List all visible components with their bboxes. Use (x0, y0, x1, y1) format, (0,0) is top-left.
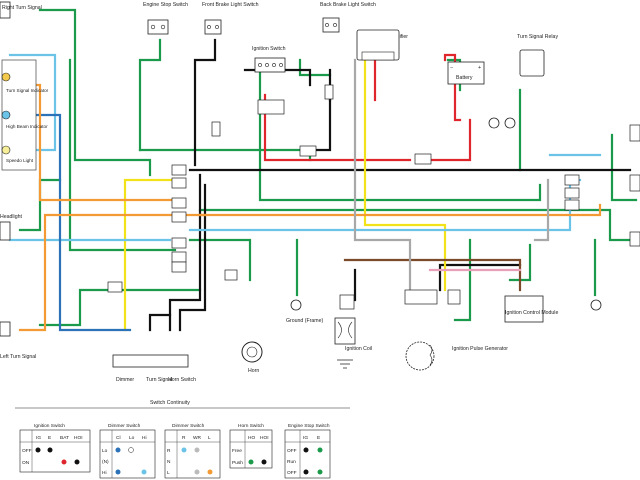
table-title: Dimmer Switch (108, 423, 141, 429)
ignition-coil-label: Ignition Coil (345, 346, 372, 352)
turn-signal-indicator-label: Turn Signal Indicator (6, 88, 49, 93)
svg-text:IG: IG (303, 435, 308, 441)
left-turn-signal-label: Left Turn Signal (0, 354, 36, 360)
svg-text:(N): (N) (102, 459, 109, 465)
svg-text:OFF: OFF (22, 448, 32, 454)
svg-text:ON: ON (22, 460, 30, 466)
svg-text:Hi: Hi (142, 435, 147, 441)
switch-continuity: Switch Continuity Ignition Switch IG E B… (15, 400, 350, 479)
back-brake-light-switch: Back Brake Light Switch (320, 2, 376, 33)
left-turn-signal: Left Turn Signal (0, 321, 36, 360)
svg-text:OFF: OFF (287, 470, 297, 476)
svg-text:HOI: HOI (260, 435, 269, 441)
svg-text:R: R (167, 448, 171, 454)
horn-switch-label: Horn Switch (168, 377, 196, 383)
table-title: Ignition Switch (34, 423, 65, 429)
svg-text:N: N (167, 459, 171, 465)
front-brake-light-switch-label: Front Brake Light Switch (202, 2, 259, 8)
wires-brown (343, 258, 522, 292)
wires-gray (353, 58, 550, 292)
svg-text:BAT: BAT (60, 435, 69, 441)
wires-black (148, 38, 632, 332)
battery-minus-icon: − (450, 65, 453, 71)
regulator-rectifier: Regulator/Rectifier (356, 29, 408, 61)
svg-text:Hi: Hi (102, 470, 107, 476)
speedo-light: Speedo Light (1, 145, 34, 163)
horn-label: Horn (248, 368, 259, 374)
battery-label: Battery (456, 75, 473, 81)
turn-signal-indicator: Turn Signal Indicator (1, 72, 49, 93)
table-title: Horn Switch (238, 423, 264, 429)
svg-text:Push: Push (232, 460, 243, 466)
ignition-control-module-label: Ignition Control Module (505, 310, 558, 316)
svg-text:HO: HO (248, 435, 255, 441)
ground-frame-label: Ground (Frame) (286, 318, 323, 324)
front-brake-light-switch: Front Brake Light Switch (202, 2, 259, 35)
ring-terminals (290, 117, 602, 311)
speedo-bulb-icon (1, 145, 11, 155)
table-title: Dimmer Switch (172, 423, 205, 429)
turn-signal-switch-table: Dimmer Switch R WR L R N L (164, 423, 221, 479)
high-beam-bulb-icon (1, 110, 11, 120)
switch-continuity-title: Switch Continuity (150, 400, 190, 406)
back-brake-light-switch-label: Back Brake Light Switch (320, 2, 376, 8)
svg-text:E: E (317, 435, 320, 441)
ignition-switch-label: Ignition Switch (252, 46, 286, 52)
horn: Horn (241, 341, 263, 374)
dimmer-label: Dimmer (116, 377, 134, 383)
ignition-pulse-generator: Ignition Pulse Generator (405, 341, 508, 371)
high-beam-indicator-label: High Beam Indicator (6, 124, 48, 129)
turn-signal-relay-label: Turn Signal Relay (517, 34, 558, 40)
svg-text:Lo: Lo (129, 435, 135, 441)
table-title: Engine Stop Switch (288, 423, 330, 429)
horn-switch-table: Horn Switch HO HOI Free Push (229, 423, 273, 469)
ignition-switch-table: Ignition Switch IG E BAT HOI OFF ON (19, 423, 91, 473)
right-turn-signal: Right Turn Signal (0, 1, 42, 19)
battery: Battery − + (447, 61, 485, 85)
svg-text:L: L (208, 435, 211, 441)
wires-red (263, 53, 472, 162)
turn-signal-bulb-icon (1, 72, 11, 82)
handlebar-switch-block: Dimmer Turn Signal Horn Switch (112, 354, 196, 383)
speedo-light-label: Speedo Light (6, 158, 34, 163)
turn-signal-label: Turn Signal (146, 377, 172, 383)
right-turn-signal-label: Right Turn Signal (2, 5, 42, 11)
svg-text:Cl: Cl (116, 435, 121, 441)
wires-yellow (123, 58, 447, 332)
connector-cluster (107, 84, 580, 310)
coil-ground-icon (337, 359, 353, 369)
turn-signal-relay: Turn Signal Relay (517, 34, 558, 77)
ground-frame: Ground (Frame) (286, 318, 323, 324)
fuse (414, 153, 432, 165)
engine-stop-switch-table: Engine Stop Switch IG E OFF Run OFF (284, 423, 331, 479)
svg-text:OFF: OFF (287, 448, 297, 454)
svg-text:HOI: HOI (74, 435, 83, 441)
svg-text:E: E (48, 435, 51, 441)
svg-text:L: L (167, 470, 170, 476)
dimmer-switch-table: Dimmer Switch Cl Lo Hi Lo (N) Hi (99, 423, 156, 479)
svg-text:R: R (182, 435, 186, 441)
ignition-control-module: Ignition Control Module (504, 295, 558, 323)
right-connectors (629, 124, 640, 247)
svg-text:WR: WR (193, 435, 202, 441)
ignition-pulse-generator-label: Ignition Pulse Generator (452, 346, 508, 352)
svg-text:IG: IG (36, 435, 41, 441)
high-beam-indicator: High Beam Indicator (1, 110, 48, 129)
battery-plus-icon: + (478, 65, 481, 71)
svg-text:Run: Run (287, 459, 296, 465)
svg-text:Lo: Lo (102, 448, 108, 454)
headlight: Headlight (0, 214, 22, 241)
ignition-coil: Ignition Coil (334, 317, 372, 369)
ignition-switch: Ignition Switch (252, 46, 286, 73)
svg-text:Free: Free (232, 448, 242, 454)
engine-stop-switch: Engine Stop Switch (143, 2, 188, 35)
engine-stop-switch-label: Engine Stop Switch (143, 2, 188, 8)
headlight-label: Headlight (0, 214, 22, 220)
